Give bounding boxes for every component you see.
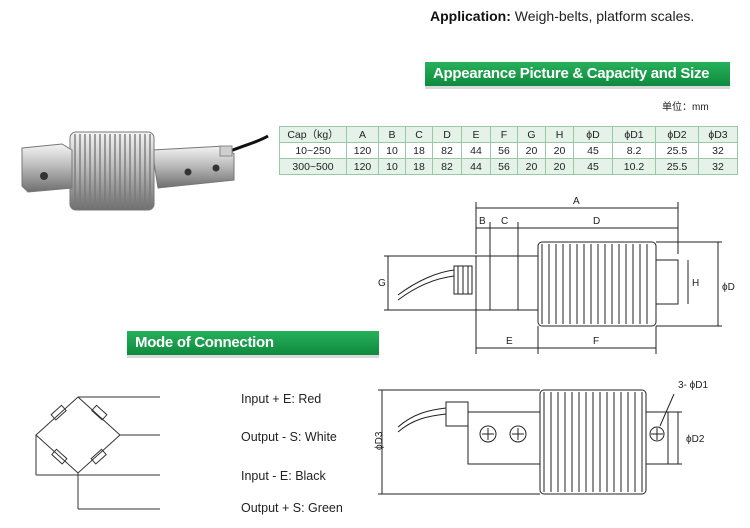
table-cell: 25.5 <box>655 158 699 175</box>
table-cell: 82 <box>432 142 462 159</box>
table-header-cell: ϕD2 <box>655 126 699 143</box>
dim-label-phid3: ϕD3 <box>374 431 385 450</box>
table-header-cell: E <box>461 126 491 143</box>
table-cell: 32 <box>698 142 738 159</box>
table-header-cell: D <box>432 126 462 143</box>
table-cell: 120 <box>346 142 379 159</box>
table-cell: 20 <box>517 158 546 175</box>
table-header-cell: Cap（kg） <box>279 126 347 143</box>
table-cell: 20 <box>517 142 546 159</box>
dim-label-b: B <box>479 216 486 227</box>
table-cell: 45 <box>573 142 613 159</box>
application-line: Application: Weigh-belts, platform scale… <box>430 8 694 24</box>
table-header-cell: G <box>517 126 546 143</box>
table-cell: 82 <box>432 158 462 175</box>
load-cell-photo <box>21 131 269 211</box>
table-cell: 20 <box>545 158 574 175</box>
table-header-cell: A <box>346 126 379 143</box>
connection-banner: Mode of Connection <box>127 331 379 355</box>
unit-label: 单位：mm <box>662 102 709 113</box>
table-header-cell: C <box>405 126 433 143</box>
dim-label-g: G <box>378 278 386 289</box>
table-cell: 10 <box>378 142 406 159</box>
top-view-drawing: ϕD3 3- ϕD1 ϕD2 <box>374 380 708 495</box>
dim-label-c: C <box>501 216 508 227</box>
table-cell: 32 <box>698 158 738 175</box>
table-cell: 10~250 <box>279 142 347 159</box>
table-cell: 300~500 <box>279 158 347 175</box>
table-cell: 120 <box>346 158 379 175</box>
wire-label-output-minus: Output - S: White <box>241 430 337 444</box>
table-cell: 56 <box>490 142 518 159</box>
table-cell: 44 <box>461 158 491 175</box>
dim-label-phid1: 3- ϕD1 <box>678 380 708 391</box>
wire-label-input-minus: Input - E: Black <box>241 469 326 483</box>
wire-label-input-plus: Input + E: Red <box>241 392 322 406</box>
table-header-cell: B <box>378 126 406 143</box>
table-header-cell: ϕD3 <box>698 126 738 143</box>
dim-label-f: F <box>593 336 599 347</box>
dim-label-h: H <box>692 278 699 289</box>
table-cell: 18 <box>405 142 433 159</box>
dim-label-a: A <box>573 196 580 207</box>
side-view-drawing: A B C D G H ϕD E F <box>378 196 735 354</box>
table-cell: 56 <box>490 158 518 175</box>
appearance-banner: Appearance Picture & Capacity and Size <box>425 62 730 86</box>
table-cell: 45 <box>573 158 613 175</box>
application-label: Application: <box>430 8 511 24</box>
wire-label-output-plus: Output + S: Green <box>241 501 343 515</box>
dim-label-phid2: ϕD2 <box>686 434 705 445</box>
wiring-diagram <box>35 396 160 510</box>
table-cell: 18 <box>405 158 433 175</box>
table-header-cell: H <box>545 126 574 143</box>
table-cell: 25.5 <box>655 142 699 159</box>
application-text: Weigh-belts, platform scales. <box>514 8 695 24</box>
table-header-cell: F <box>490 126 518 143</box>
table-cell: 10 <box>378 158 406 175</box>
table-header-cell: ϕD1 <box>612 126 656 143</box>
table-cell: 20 <box>545 142 574 159</box>
dim-label-d: D <box>593 216 600 227</box>
table-cell: 8.2 <box>612 142 656 159</box>
dim-label-phid: ϕD <box>722 282 735 293</box>
table-header-cell: ϕD <box>573 126 613 143</box>
table-cell: 10.2 <box>612 158 656 175</box>
dim-label-e: E <box>506 336 513 347</box>
table-cell: 44 <box>461 142 491 159</box>
